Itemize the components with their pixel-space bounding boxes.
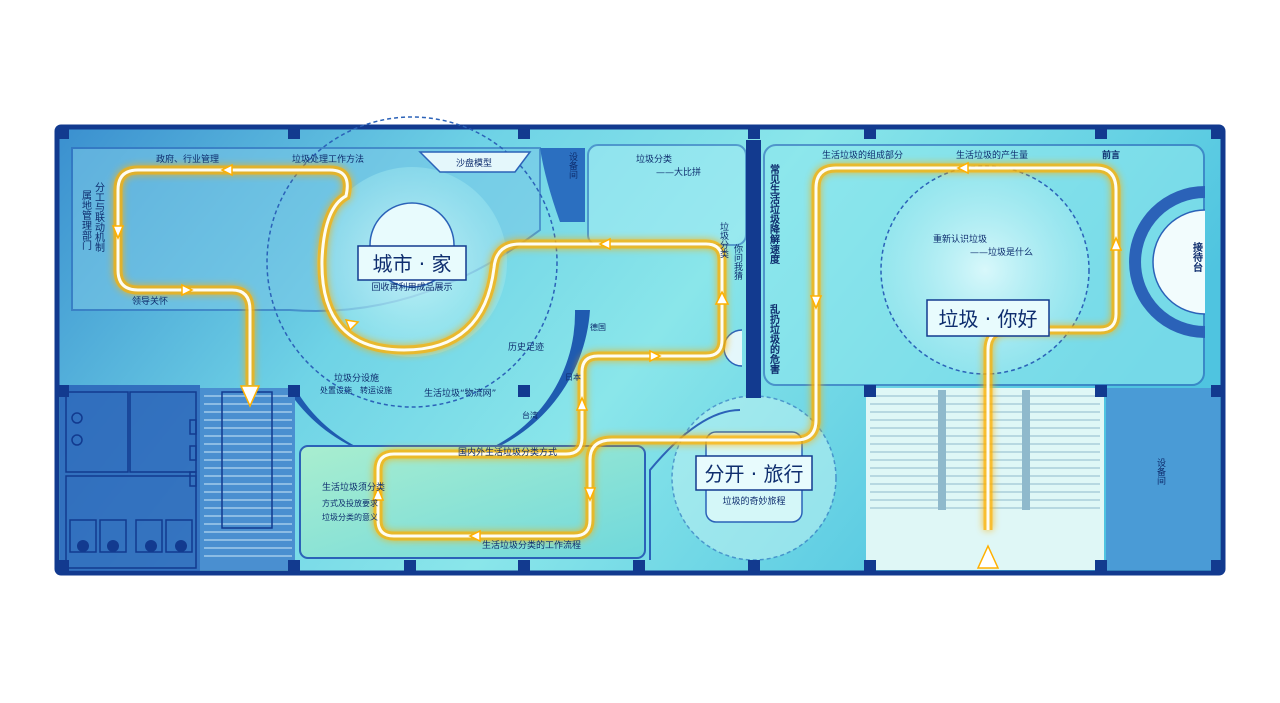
center-divider: [746, 140, 761, 398]
label-what-is: ——垃圾是什么: [970, 246, 1033, 258]
label-methods-placement: 方式及投放要求: [322, 498, 378, 508]
label-workflow: 生活垃圾分类的工作流程: [482, 539, 581, 551]
label-territorial: 属地管理部门: [80, 190, 92, 251]
label-disposal: 处置设施: [320, 385, 352, 395]
label-japan: 日本: [565, 372, 581, 382]
label-equipment-room: 设备间: [567, 152, 578, 180]
label-common-a: 常见生活垃圾降解速度: [768, 163, 780, 265]
route-arrows: [111, 161, 1123, 569]
equipment-room-mid: [540, 148, 585, 222]
travel-wall: [649, 409, 741, 560]
city-home-title: 城市 · 家: [372, 252, 451, 276]
label-sorting-methods: 国内外生活垃圾分类方式: [458, 446, 557, 458]
label-taiwan: 台湾: [522, 410, 538, 420]
label-relearn: 重新认识垃圾: [933, 233, 987, 245]
city-home-subtitle: 回收再利用成品展示: [371, 281, 452, 293]
label-germany: 德国: [590, 322, 606, 332]
sandbox-model: [418, 151, 532, 173]
stair-left: [200, 388, 295, 570]
columns: [57, 127, 1223, 572]
reception-inner: [1152, 209, 1206, 315]
separate-travel-title: 分开 · 旅行: [704, 462, 803, 486]
label-sort-contest-sub: ——大比拼: [656, 166, 701, 178]
label-guess-a: 垃圾分类: [718, 221, 729, 259]
label-sort-contest: 垃圾分类: [636, 153, 672, 165]
separate-travel-title-box: [695, 455, 813, 491]
label-production: 生活垃圾的产生量: [956, 149, 1028, 161]
label-gov-industry: 政府、行业管理: [156, 153, 219, 165]
city-home-title-box: [357, 245, 467, 281]
entrance-arrow-icon: [976, 544, 1000, 569]
exit-arrow-icon: [239, 385, 261, 408]
label-equipment-room-right: 设备间: [1155, 458, 1166, 486]
label-composition: 生活垃圾的组成部分: [822, 149, 903, 161]
label-meaning: 垃圾分类的意义: [322, 512, 378, 522]
equipment-room-right: [1106, 388, 1220, 570]
restroom-fixtures: [65, 391, 197, 569]
hello-garbage-title: 垃圾 · 你好: [938, 307, 1037, 331]
toilet-icons: [77, 540, 187, 552]
label-facilities: 垃圾分设施: [334, 372, 379, 384]
label-leader-care: 领导关怀: [132, 295, 168, 307]
label-logistics: 生活垃圾“物流网”: [424, 387, 496, 399]
label-sandbox: 沙盘模型: [456, 157, 492, 169]
hello-garbage-title-box: [926, 299, 1050, 337]
stair-left-steps: [204, 395, 292, 557]
stair-rail-2: [1022, 390, 1030, 510]
label-division-linkage: 分工与联动机制: [93, 182, 105, 252]
stair-rail-1: [938, 390, 946, 510]
label-common-b: 乱扔垃圾的危害: [768, 303, 780, 375]
label-work-method: 垃圾处理工作方法: [292, 153, 364, 165]
separate-travel-subtitle: 垃圾的奇妙旅程: [722, 495, 785, 507]
city-ring-outer: [266, 116, 558, 408]
label-preface: 前言: [1102, 149, 1120, 161]
label-must-sort: 生活垃圾须分类: [322, 481, 385, 493]
visitor-route: [116, 166, 1118, 538]
label-history: 历史足迹: [508, 341, 544, 353]
label-guess-b: 你问我猜: [732, 243, 743, 281]
label-reception: 接待台: [1191, 241, 1203, 273]
reception-desk: [1129, 186, 1206, 338]
label-transfer: 转运设施: [360, 385, 392, 395]
